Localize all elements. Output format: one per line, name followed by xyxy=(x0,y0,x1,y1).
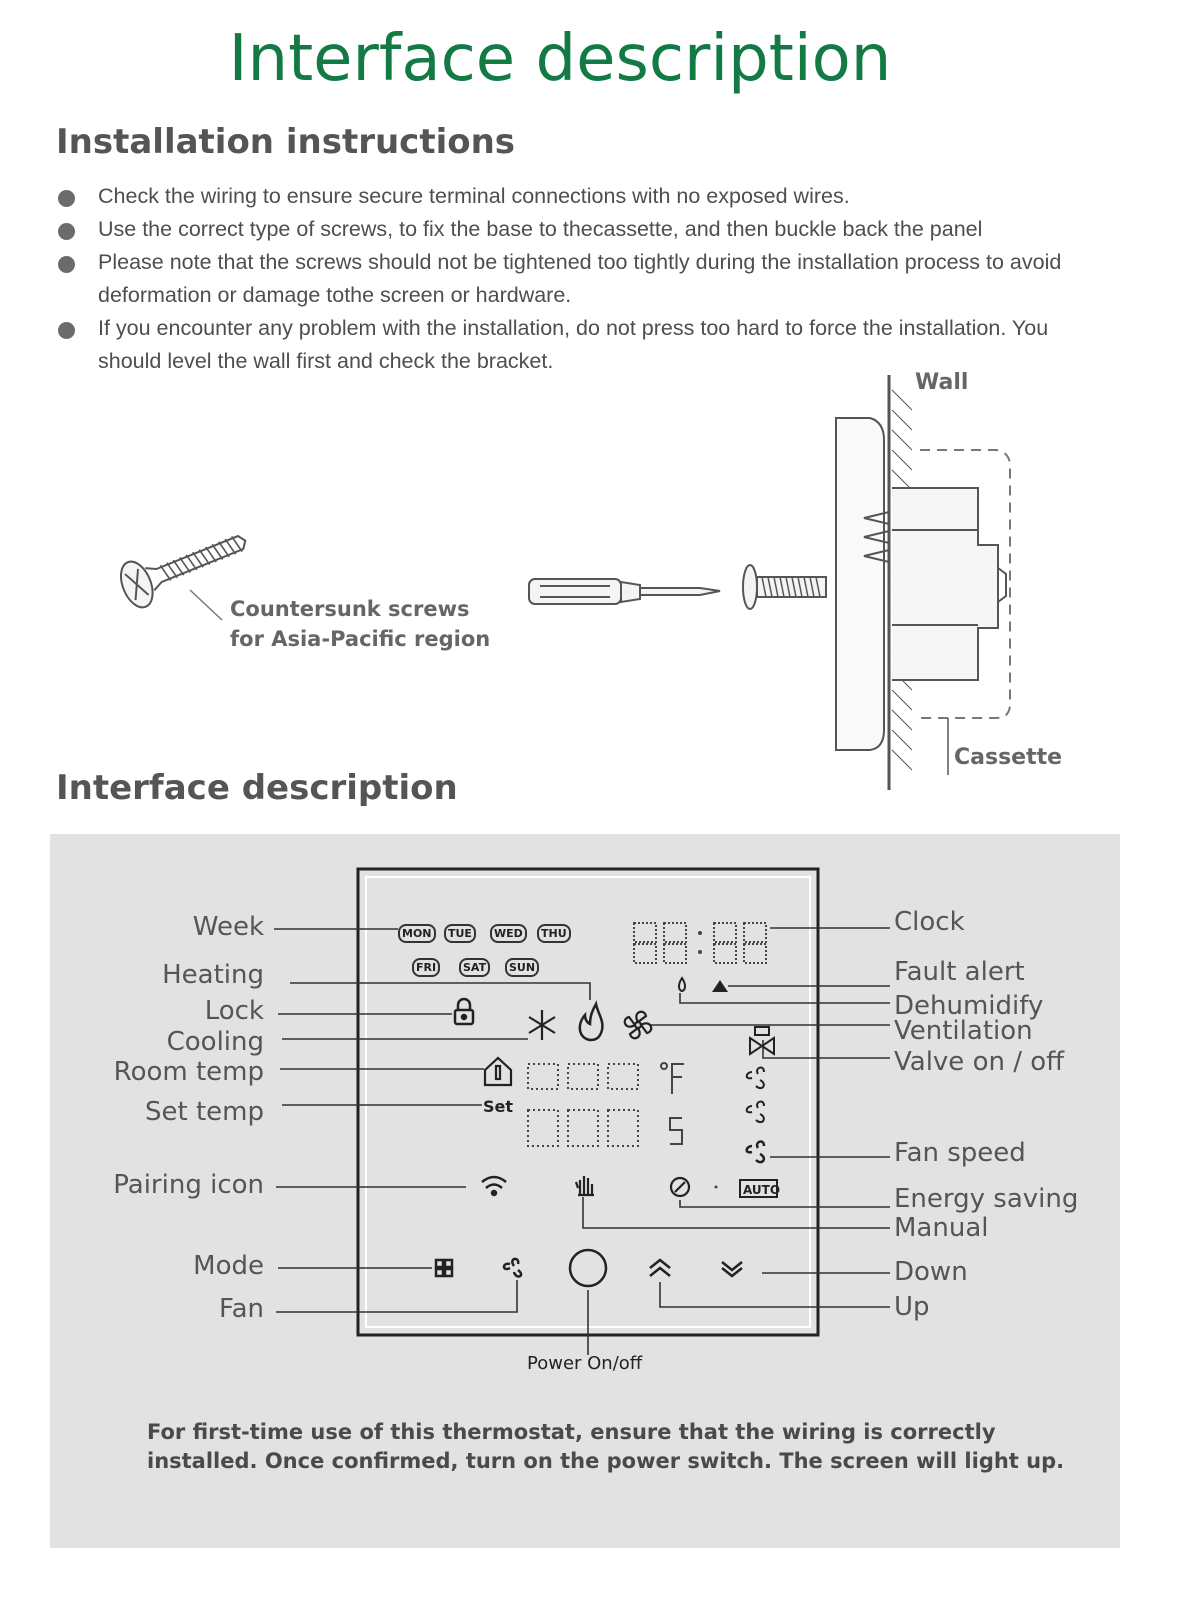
label-lock: Lock xyxy=(204,996,264,1026)
bullet-icon xyxy=(58,322,75,339)
dehumidify-icon xyxy=(678,976,686,993)
installation-list: Check the wiring to ensure secure termin… xyxy=(58,180,1178,378)
bullet-icon xyxy=(58,223,75,240)
day-mon: MON xyxy=(398,924,436,943)
label-valve: Valve on / off xyxy=(894,1047,1065,1077)
bullet-icon xyxy=(58,256,75,273)
label-power: Power On/off xyxy=(527,1353,643,1374)
label-week: Week xyxy=(192,912,264,942)
fan-speed-mid-icon xyxy=(745,1100,765,1124)
auto-icon: AUTO xyxy=(743,1183,780,1197)
label-cooling: Cooling xyxy=(166,1027,264,1057)
day-tue: TUE xyxy=(444,924,476,943)
manual-hand-icon xyxy=(574,1176,594,1197)
list-item: Please note that the screws should not b… xyxy=(58,246,1088,312)
footer-note: For first-time use of this thermostat, e… xyxy=(147,1420,1065,1473)
mode-button[interactable] xyxy=(434,1258,454,1278)
power-button[interactable] xyxy=(568,1248,608,1288)
day-sat: SAT xyxy=(459,958,491,977)
wall-section-icon xyxy=(835,375,1011,790)
screw-icon xyxy=(742,564,827,610)
valve-icon xyxy=(749,1026,775,1056)
ventilation-fan-icon xyxy=(623,1010,653,1040)
label-mode: Mode xyxy=(193,1251,264,1281)
flame-icon xyxy=(578,1000,604,1042)
day-fri: FRI xyxy=(412,958,441,977)
label-ventilation: Ventilation xyxy=(894,1016,1033,1046)
cassette-label: Cassette xyxy=(954,745,1063,770)
temperature-display xyxy=(527,1063,639,1147)
fan-speed-high-icon xyxy=(745,1140,766,1164)
label-clock: Clock xyxy=(894,907,965,937)
degree-icon xyxy=(660,1062,668,1070)
room-temp-icon xyxy=(483,1056,513,1087)
label-manual: Manual xyxy=(894,1213,989,1243)
fan-button[interactable] xyxy=(502,1257,523,1278)
bullet-icon xyxy=(58,190,75,207)
wall-label: Wall xyxy=(915,370,969,395)
down-button[interactable] xyxy=(721,1261,743,1278)
day-thu: THU xyxy=(537,924,571,943)
list-item: Use the correct type of screws, to fix t… xyxy=(58,213,1178,246)
page-title: Interface description xyxy=(228,22,892,96)
up-button[interactable] xyxy=(649,1258,671,1277)
label-pairing-icon: Pairing icon xyxy=(113,1170,264,1200)
list-item: Check the wiring to ensure secure termin… xyxy=(58,180,1178,213)
installation-heading: Installation instructions xyxy=(56,122,516,162)
list-item: If you encounter any problem with the in… xyxy=(58,312,1088,378)
installation-diagram xyxy=(119,375,1011,790)
day-sun: SUN xyxy=(505,958,540,977)
lock-icon xyxy=(453,997,475,1026)
label-room-temp: Room temp xyxy=(113,1057,264,1087)
clock-display xyxy=(633,922,767,964)
label-up: Up xyxy=(894,1292,930,1322)
label-down: Down xyxy=(894,1257,968,1287)
wifi-icon xyxy=(481,1175,507,1197)
screwdriver-icon xyxy=(528,578,721,605)
fan-speed-low-icon xyxy=(745,1066,765,1090)
snowflake-icon xyxy=(528,1010,556,1040)
energy-saving-icon xyxy=(669,1176,691,1198)
set-icon: Set xyxy=(483,1097,513,1116)
day-wed: WED xyxy=(490,924,527,943)
label-set-temp: Set temp xyxy=(145,1097,264,1127)
label-dehumidify: Dehumidify xyxy=(894,991,1044,1021)
countersunk-screw-icon xyxy=(119,534,247,609)
label-energy-saving: Energy saving xyxy=(894,1184,1079,1214)
interface-heading: Interface description xyxy=(56,768,458,808)
screw-label: Countersunk screws for Asia-Pacific regi… xyxy=(230,597,491,651)
label-fan: Fan xyxy=(219,1294,264,1324)
fault-alert-icon xyxy=(712,980,728,992)
label-fan-speed: Fan speed xyxy=(894,1138,1026,1168)
label-fault-alert: Fault alert xyxy=(894,957,1025,987)
label-heating: Heating xyxy=(162,960,264,990)
